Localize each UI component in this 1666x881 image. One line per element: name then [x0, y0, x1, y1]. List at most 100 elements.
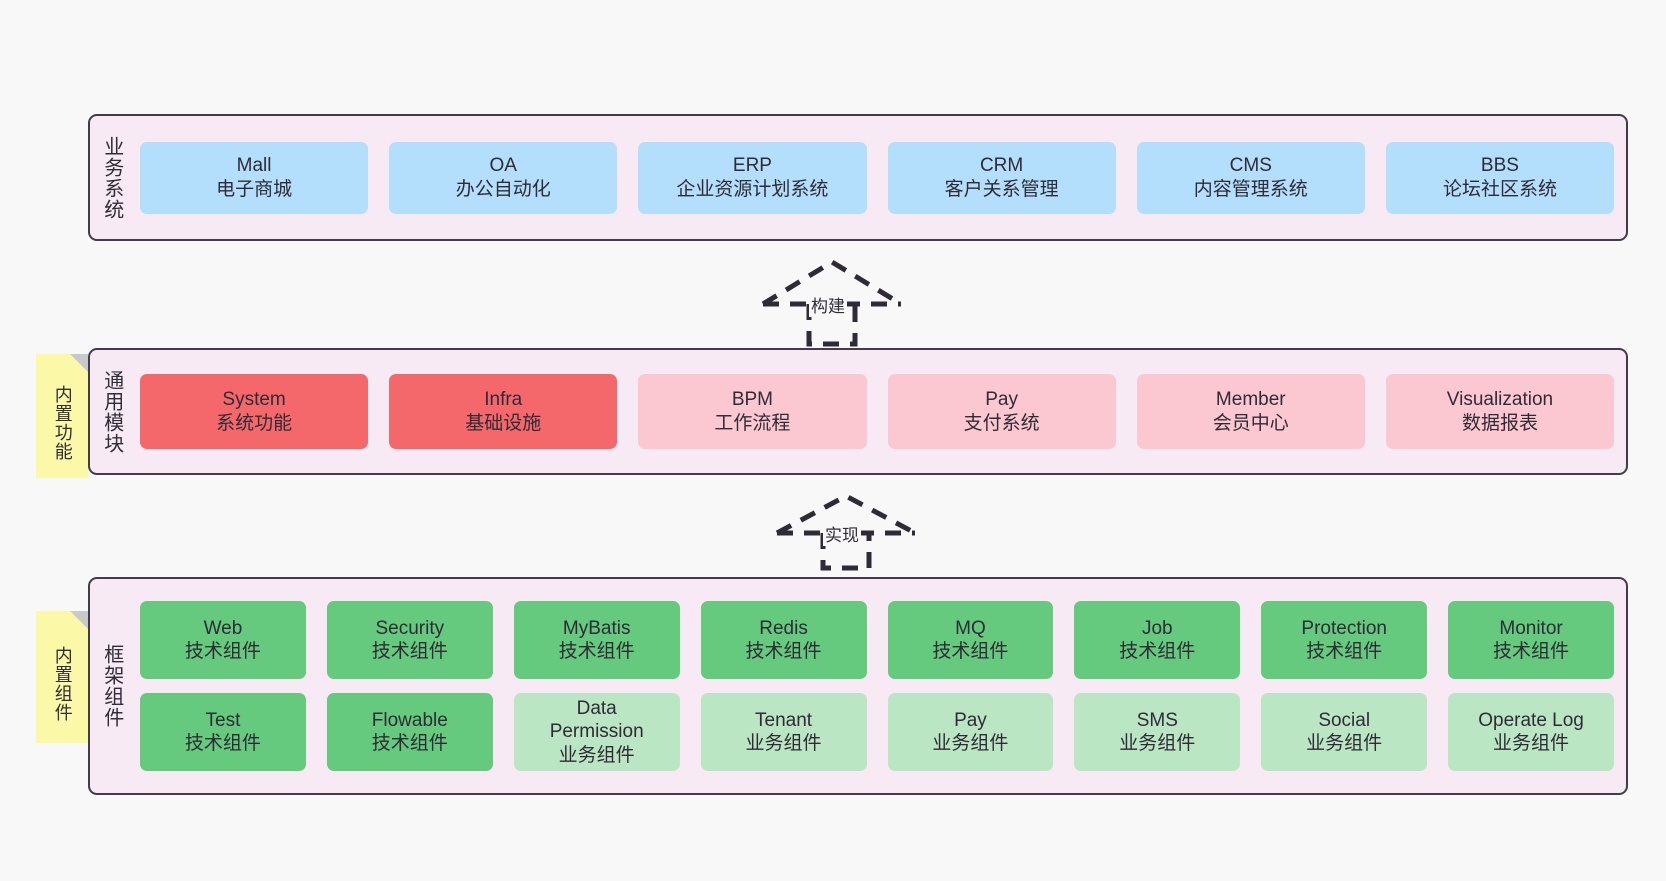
component-card-desc: 技术组件	[1306, 641, 1383, 662]
module-card-desc: 企业资源计划系统	[676, 178, 829, 200]
module-card-visualization[interactable]: Visualization 数据报表	[1385, 374, 1615, 449]
module-card-bpm[interactable]: BPM 工作流程	[638, 374, 867, 449]
component-card-desc: 技术组件	[558, 641, 635, 662]
module-card-name: CMS	[1229, 155, 1272, 177]
module-card-desc: 工作流程	[714, 412, 791, 434]
component-card-job[interactable]: Job 技术组件	[1074, 601, 1241, 679]
component-card-desc: 技术组件	[184, 641, 261, 662]
arrow-implement-label: 实现	[823, 521, 861, 546]
module-card-desc: 系统功能	[216, 412, 293, 434]
module-card-member[interactable]: Member 会员中心	[1136, 374, 1365, 449]
layer-row: Test 技术组件 Flowable 技术组件 Data Permission …	[140, 693, 1614, 771]
component-card-social[interactable]: Social 业务组件	[1261, 693, 1428, 771]
component-card-name: MQ	[955, 617, 986, 639]
component-card-data-permission[interactable]: Data Permission 业务组件	[513, 693, 680, 771]
component-card-redis[interactable]: Redis 技术组件	[700, 601, 867, 679]
component-card-desc: 业务组件	[1493, 733, 1570, 754]
component-card-mq[interactable]: MQ 技术组件	[887, 601, 1054, 679]
module-card-desc: 电子商城	[216, 178, 293, 200]
sticky-note-builtin-function: 内置功能	[36, 354, 88, 478]
component-card-desc: 技术组件	[1493, 641, 1570, 662]
module-card-erp[interactable]: ERP 企业资源计划系统	[638, 141, 867, 214]
arrow-implement: 实现	[771, 492, 921, 572]
module-card-desc: 支付系统	[963, 412, 1040, 434]
module-card-name: Pay	[985, 389, 1018, 411]
layer-common-modules: 通用模块 System 系统功能 Infra 基础设施 BPM 工作流程 Pay…	[88, 348, 1628, 475]
module-card-name: OA	[489, 155, 517, 177]
layer-row: Mall 电子商城 OA 办公自动化 ERP 企业资源计划系统 CRM 客户关系…	[140, 141, 1615, 214]
arrow-build-label: 构建	[809, 292, 847, 317]
component-card-name: Tenant	[755, 709, 813, 731]
component-card-tenant[interactable]: Tenant 业务组件	[700, 693, 867, 771]
component-card-desc: 业务组件	[1119, 733, 1196, 754]
layer-business-system: 业务系统 Mall 电子商城 OA 办公自动化 ERP 企业资源计划系统 CRM…	[88, 114, 1628, 241]
layer-framework-components: 框架组件 Web 技术组件 Security 技术组件 MyBatis 技术组件…	[88, 577, 1628, 795]
component-card-protection[interactable]: Protection 技术组件	[1261, 601, 1428, 679]
component-card-sms[interactable]: SMS 业务组件	[1074, 693, 1241, 771]
component-card-security[interactable]: Security 技术组件	[326, 601, 493, 679]
component-card-name: Test	[205, 709, 241, 731]
component-card-name: MyBatis	[562, 617, 631, 639]
module-card-desc: 会员中心	[1212, 412, 1289, 434]
component-card-name: Flowable	[371, 709, 448, 731]
component-card-name-line2: Permission	[549, 721, 644, 743]
module-card-name: Infra	[484, 389, 523, 411]
component-card-name: Pay	[954, 709, 987, 731]
component-card-desc: 技术组件	[371, 733, 448, 754]
module-card-name: System	[222, 389, 286, 411]
module-card-name: CRM	[979, 155, 1024, 177]
module-card-mall[interactable]: Mall 电子商城	[140, 141, 369, 214]
component-card-operate-log[interactable]: Operate Log 业务组件	[1448, 693, 1614, 771]
module-card-pay[interactable]: Pay 支付系统	[887, 374, 1116, 449]
sticky-note-builtin-component: 内置组件	[36, 611, 88, 743]
component-card-name: Protection	[1301, 617, 1387, 639]
module-card-oa[interactable]: OA 办公自动化	[389, 141, 618, 214]
component-card-name: Operate Log	[1478, 709, 1584, 731]
module-card-name: ERP	[732, 155, 772, 177]
module-card-desc: 数据报表	[1461, 412, 1538, 434]
component-card-desc: 业务组件	[558, 744, 635, 766]
module-card-crm[interactable]: CRM 客户关系管理	[887, 141, 1116, 214]
layer-body-framework-components: Web 技术组件 Security 技术组件 MyBatis 技术组件 Redi…	[132, 579, 1626, 793]
component-card-mybatis[interactable]: MyBatis 技术组件	[513, 601, 680, 679]
module-card-bbs[interactable]: BBS 论坛社区系统	[1385, 141, 1615, 214]
component-card-name: Web	[203, 617, 243, 639]
component-card-monitor[interactable]: Monitor 技术组件	[1448, 601, 1614, 679]
module-card-name: BBS	[1480, 155, 1519, 177]
component-card-desc: 业务组件	[932, 733, 1009, 754]
module-card-desc: 内容管理系统	[1193, 178, 1308, 200]
layer-title-framework-components: 框架组件	[100, 644, 123, 728]
component-card-name: Social	[1318, 709, 1371, 731]
layer-title-business-system: 业务系统	[100, 135, 123, 220]
component-card-flowable[interactable]: Flowable 技术组件	[326, 693, 493, 771]
layer-row: System 系统功能 Infra 基础设施 BPM 工作流程 Pay 支付系统…	[140, 374, 1615, 449]
module-card-infra[interactable]: Infra 基础设施	[389, 374, 618, 449]
component-card-desc: 业务组件	[1306, 733, 1383, 754]
module-card-system[interactable]: System 系统功能	[140, 374, 369, 449]
component-card-name: SMS	[1136, 709, 1178, 731]
module-card-name: Member	[1215, 389, 1286, 411]
component-card-desc: 技术组件	[184, 733, 261, 754]
component-card-web[interactable]: Web 技术组件	[140, 601, 306, 679]
component-card-desc: 技术组件	[745, 641, 822, 662]
module-card-name: BPM	[731, 389, 774, 411]
component-card-desc: 技术组件	[371, 641, 448, 662]
arrow-build: 构建	[757, 258, 907, 348]
component-card-test[interactable]: Test 技术组件	[140, 693, 306, 771]
layer-body-common-modules: System 系统功能 Infra 基础设施 BPM 工作流程 Pay 支付系统…	[132, 350, 1626, 473]
component-card-name: Job	[1141, 617, 1173, 639]
layer-row: Web 技术组件 Security 技术组件 MyBatis 技术组件 Redi…	[140, 601, 1614, 679]
component-card-desc: 业务组件	[745, 733, 822, 754]
component-card-desc: 技术组件	[932, 641, 1009, 662]
module-card-cms[interactable]: CMS 内容管理系统	[1136, 141, 1365, 214]
component-card-name: Security	[375, 617, 445, 639]
module-card-name: Visualization	[1446, 389, 1554, 411]
sticky-note-label: 内置组件	[52, 646, 73, 722]
layer-title-common-modules: 通用模块	[100, 369, 123, 454]
module-card-desc: 办公自动化	[455, 178, 551, 200]
component-card-name: Monitor	[1499, 617, 1563, 639]
module-card-desc: 基础设施	[465, 412, 542, 434]
component-card-desc: 技术组件	[1119, 641, 1196, 662]
component-card-pay[interactable]: Pay 业务组件	[887, 693, 1054, 771]
